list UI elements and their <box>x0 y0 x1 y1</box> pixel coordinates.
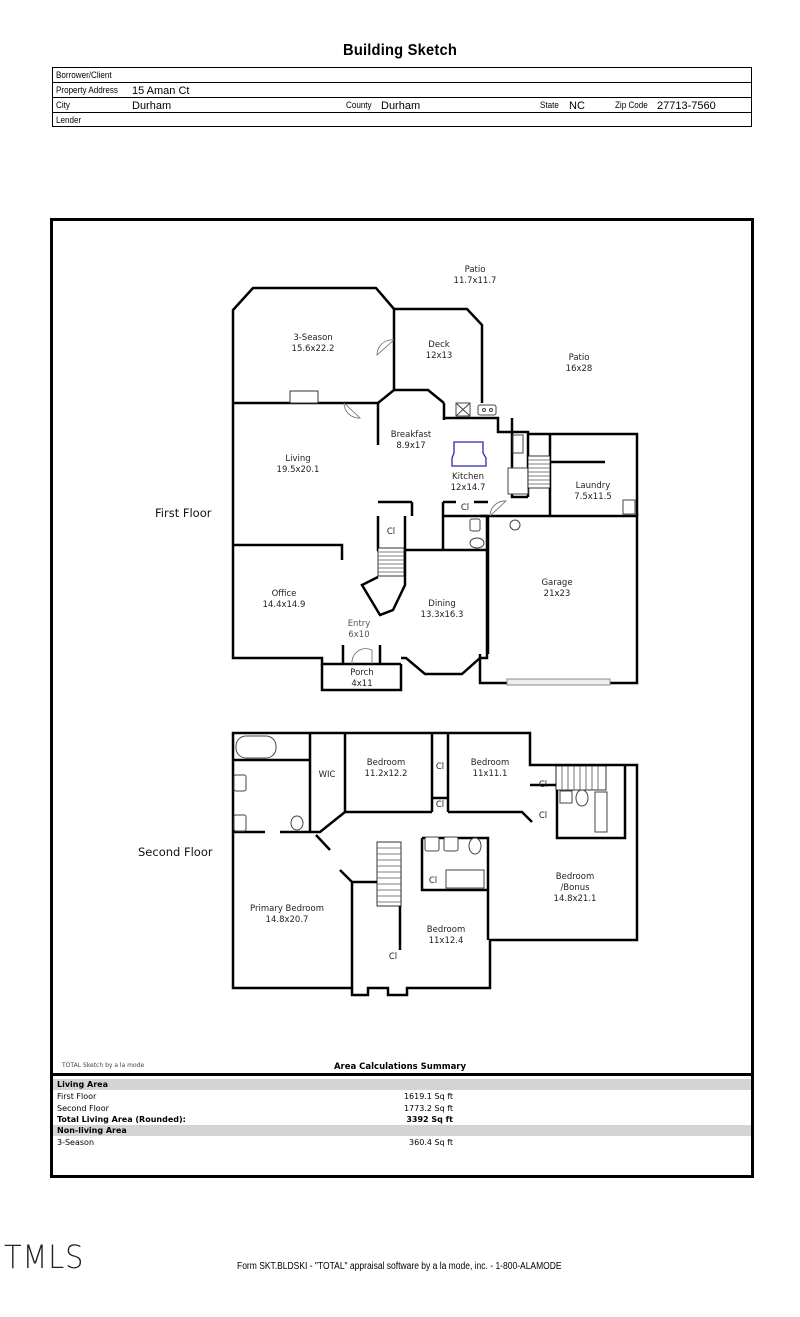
sketch-frame <box>50 218 754 1178</box>
room-closet-d: Cl <box>538 811 548 821</box>
page-title: Building Sketch <box>343 42 457 59</box>
lender-row: Lender <box>53 113 751 128</box>
room-closet-bath: Cl <box>460 503 470 513</box>
room-closet-a: Cl <box>435 762 445 772</box>
total-living-row: Total Living Area (Rounded):3392 Sq ft <box>57 1115 453 1124</box>
second-floor-label: Second Floor <box>138 845 213 859</box>
zip-value: 27713-7560 <box>657 100 716 112</box>
borrower-label: Borrower/Client <box>56 70 112 81</box>
property-info-table: Borrower/Client Property Address 15 Aman… <box>52 67 752 127</box>
fixtures <box>455 402 636 686</box>
second-floor-fixtures <box>233 735 608 889</box>
city-label: City <box>56 100 70 111</box>
form-footer: Form SKT.BLDSKI - "TOTAL" appraisal soft… <box>237 1261 562 1272</box>
lender-label: Lender <box>56 115 82 126</box>
city-value: Durham <box>132 100 172 112</box>
zip-label: Zip Code <box>615 100 648 111</box>
city-row: City Durham County Durham State NC Zip C… <box>53 98 751 113</box>
stairs-first-floor <box>377 455 551 577</box>
address-row: Property Address 15 Aman Ct <box>53 83 751 98</box>
room-closet-f: Cl <box>388 952 398 962</box>
room-closet-stair: Cl <box>386 527 396 537</box>
second-floor-walls <box>231 731 639 997</box>
state-value: NC <box>569 100 585 112</box>
stairs-second-floor <box>376 765 607 907</box>
room-wic: WIC <box>318 770 336 780</box>
room-closet-c: Cl <box>538 780 548 790</box>
nonliving-area-header: Non-living Area <box>53 1125 751 1136</box>
room-closet-e: Cl <box>428 876 438 886</box>
door-swings <box>343 339 507 665</box>
first-floor-walls <box>231 286 639 692</box>
room-closet-b: Cl <box>435 800 445 810</box>
county-label: County <box>346 100 372 111</box>
state-label: State <box>540 100 559 111</box>
borrower-row: Borrower/Client <box>53 68 751 83</box>
address-label: Property Address <box>56 85 118 96</box>
fireplace-icon <box>289 390 319 404</box>
kitchen-island <box>451 441 487 467</box>
tmls-logo: TMLS <box>4 1238 85 1276</box>
sketch-credit: TOTAL Sketch by a la mode <box>62 1062 145 1069</box>
address-value: 15 Aman Ct <box>132 85 190 97</box>
first-floor-label: First Floor <box>155 506 212 520</box>
county-value: Durham <box>381 100 421 112</box>
living-area-header: Living Area <box>53 1079 751 1090</box>
summary-title: Area Calculations Summary <box>333 1062 467 1072</box>
